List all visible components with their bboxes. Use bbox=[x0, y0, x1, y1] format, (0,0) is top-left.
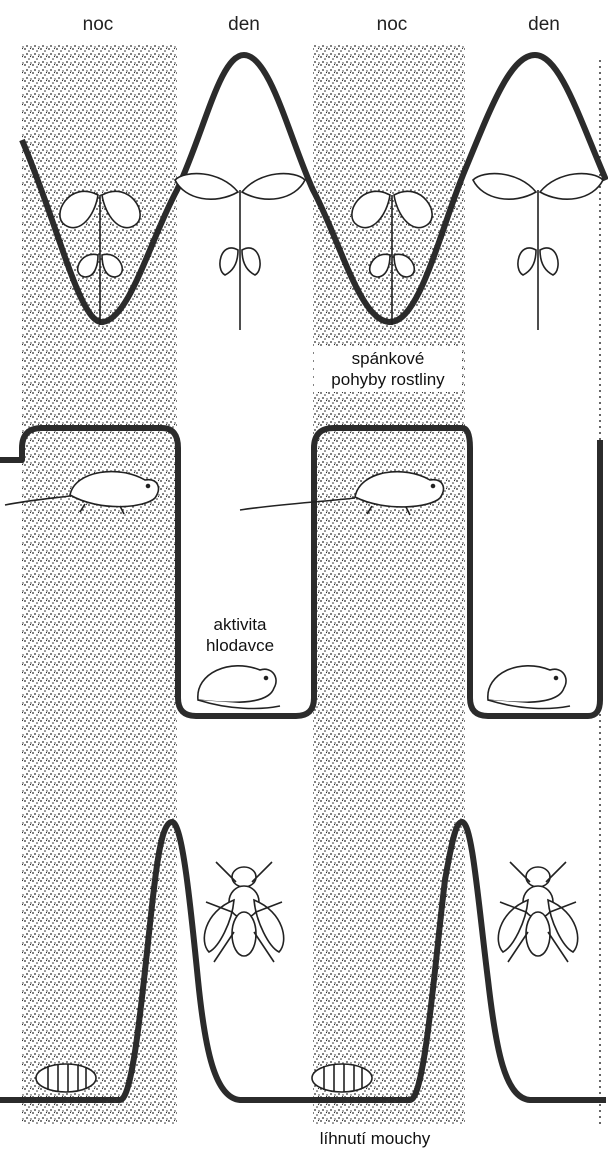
phase-label-night: noc bbox=[352, 14, 432, 36]
fly-rhythm-label: líhnutí mouchy bbox=[300, 1128, 450, 1149]
pupa-icon bbox=[36, 1064, 96, 1092]
plant-rhythm-label: spánkové pohyby rostliny bbox=[314, 346, 462, 392]
rodent-rhythm-label: aktivita hlodavce bbox=[180, 614, 300, 656]
plant-label-line-2: pohyby rostliny bbox=[318, 369, 458, 390]
rodent-label-line-2: hlodavce bbox=[180, 635, 300, 656]
plant-label-line-1: spánkové bbox=[318, 348, 458, 369]
pupa-icon bbox=[312, 1064, 372, 1092]
mouse-icon bbox=[198, 666, 280, 709]
rodent-label-line-1: aktivita bbox=[180, 614, 300, 635]
fly-label-line-1: líhnutí mouchy bbox=[300, 1128, 450, 1149]
fly-icon bbox=[204, 862, 283, 962]
plant-icon bbox=[473, 174, 603, 330]
night-band-2 bbox=[313, 44, 465, 1124]
mouse-icon bbox=[488, 666, 570, 709]
fly-icon bbox=[498, 862, 577, 962]
plant-icon bbox=[175, 174, 305, 330]
phase-label-night: noc bbox=[58, 14, 138, 36]
phase-label-day: den bbox=[204, 14, 284, 36]
phase-label-day: den bbox=[504, 14, 584, 36]
